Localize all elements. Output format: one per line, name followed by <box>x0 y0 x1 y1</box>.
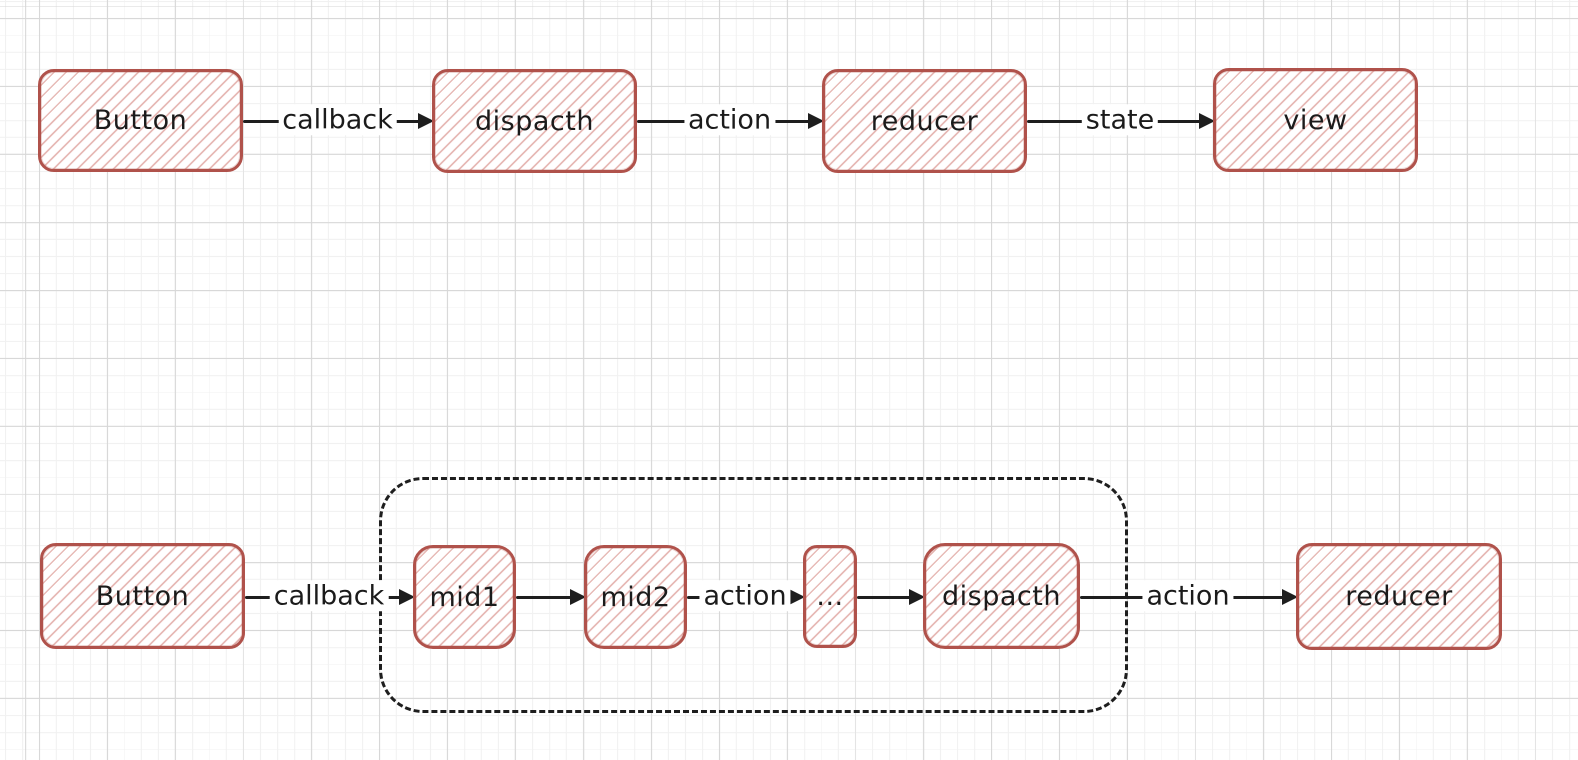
arrow-label: action <box>683 104 776 136</box>
node-mid1[interactable]: mid1 <box>413 545 516 649</box>
node-label: ... <box>816 581 844 612</box>
node-mid2[interactable]: mid2 <box>584 545 687 649</box>
node-label: dispacth <box>475 105 594 137</box>
arrow-head-icon <box>570 589 586 605</box>
arrow-head-icon <box>1282 589 1298 605</box>
arrow-label: callback <box>269 580 389 612</box>
arrow-head-icon <box>1199 113 1215 129</box>
arrow-label: action <box>699 580 791 612</box>
arrow-label: state <box>1081 104 1159 136</box>
node-reducer-top[interactable]: reducer <box>822 69 1027 173</box>
node-dispatch-bottom[interactable]: dispacth <box>923 543 1080 649</box>
arrow-line <box>857 595 915 599</box>
node-label: Button <box>95 580 190 612</box>
arrow-head-icon <box>808 113 824 129</box>
node-label: dispacth <box>942 580 1061 612</box>
node-label: mid2 <box>600 581 671 613</box>
node-label: view <box>1283 104 1348 136</box>
arrow-label: callback <box>278 104 397 136</box>
arrow-head-icon <box>789 589 805 605</box>
node-label: mid1 <box>429 581 500 613</box>
node-reducer-bottom[interactable]: reducer <box>1296 543 1502 650</box>
node-ellipsis[interactable]: ... <box>803 545 857 648</box>
arrow-head-icon <box>909 589 925 605</box>
node-button-top[interactable]: Button <box>38 69 243 172</box>
arrow-head-icon <box>399 589 415 605</box>
node-label: reducer <box>870 105 979 137</box>
arrow-head-icon <box>418 113 434 129</box>
arrow-label: action <box>1142 580 1234 612</box>
node-button-bottom[interactable]: Button <box>40 543 245 649</box>
arrow-line <box>516 595 576 599</box>
node-view-top[interactable]: view <box>1213 68 1418 172</box>
node-dispatch-top[interactable]: dispacth <box>432 69 637 173</box>
node-label: reducer <box>1345 581 1453 612</box>
node-label: Button <box>93 105 188 136</box>
